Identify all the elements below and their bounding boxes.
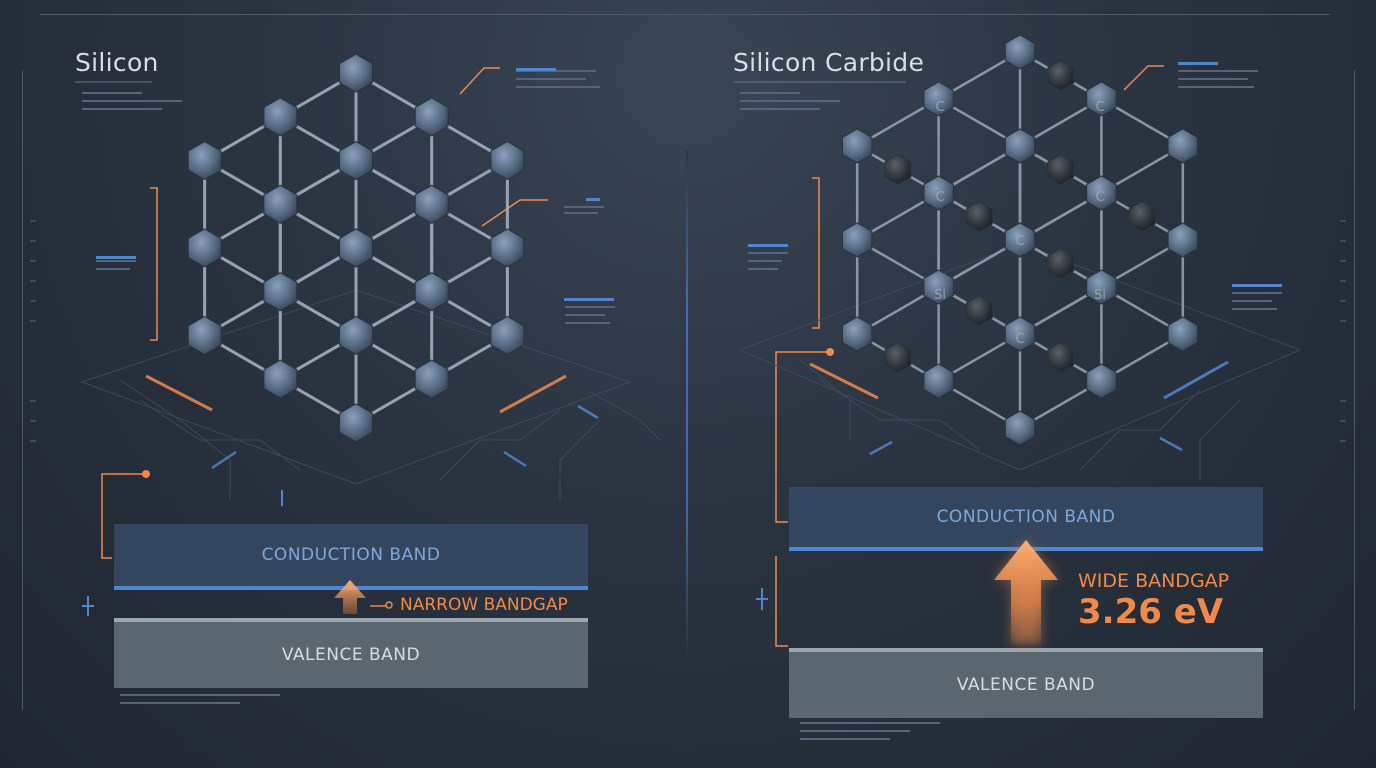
si-atom: [1086, 269, 1117, 305]
si-atom: [414, 359, 449, 399]
si-atom: [1167, 222, 1198, 258]
si-atom: [1004, 316, 1036, 352]
atom-label: C: [1015, 332, 1024, 347]
sic-valence-band: VALENCE BAND: [789, 648, 1263, 718]
sic-gap-value: 3.26 eV: [1078, 592, 1224, 632]
atom-label: C: [935, 190, 944, 205]
c-atom: [965, 200, 993, 233]
frame-top-line: [40, 14, 1330, 15]
si-atom: [339, 403, 373, 443]
c-atom: [1047, 247, 1075, 280]
si-atom: [842, 316, 873, 352]
si-atom: [1086, 81, 1117, 117]
si-atom: [490, 141, 525, 181]
sic-gap-label: WIDE BANDGAP: [1078, 570, 1230, 592]
silicon-title: Silicon: [75, 48, 159, 77]
si-atom: [1004, 128, 1036, 164]
frame-right-line: [1354, 70, 1355, 710]
c-atom: [1128, 200, 1156, 233]
c-atom: [1047, 59, 1075, 92]
atom-label: Si: [1094, 288, 1106, 303]
c-atom: [1047, 341, 1075, 374]
si-atom: [1004, 222, 1036, 258]
silicon-carbide-title: Silicon Carbide: [733, 48, 925, 77]
si-atom: [490, 315, 525, 355]
si-atom: [187, 315, 222, 355]
si-atom: [1004, 410, 1036, 446]
si-atom: [187, 228, 222, 268]
atom-label: C: [935, 100, 944, 115]
si-atom: [923, 81, 954, 117]
si-atom: [263, 184, 298, 224]
c-atom: [884, 341, 912, 374]
frame-left-line: [22, 70, 23, 710]
si-atom: [842, 128, 873, 164]
si-atom: [923, 363, 954, 399]
si-atom: [414, 184, 449, 224]
si-atom: [339, 315, 373, 355]
si-atom: [923, 269, 954, 305]
atom-label: C: [1095, 190, 1104, 205]
si-atom: [490, 228, 525, 268]
si-atom: [1167, 128, 1198, 164]
si-atom: [842, 222, 873, 258]
si-atom: [263, 272, 298, 312]
silicon-gap-label: NARROW BANDGAP: [400, 595, 568, 615]
si-atom: [1004, 34, 1036, 70]
c-atom: [965, 294, 993, 327]
si-atom: [1086, 175, 1117, 211]
c-atom: [884, 153, 912, 186]
si-atom: [263, 97, 298, 137]
silicon-conduction-band: CONDUCTION BAND: [114, 524, 588, 590]
si-atom: [414, 272, 449, 312]
silicon-valence-band: VALENCE BAND: [114, 618, 588, 688]
si-atom: [414, 97, 449, 137]
atom-label: Si: [934, 288, 946, 303]
c-atom: [1047, 153, 1075, 186]
atom-label: C: [1095, 100, 1104, 115]
si-atom: [187, 141, 222, 181]
si-atom: [923, 175, 954, 211]
panel-divider: [686, 150, 688, 660]
si-atom: [339, 141, 373, 181]
si-atom: [1167, 316, 1198, 352]
atom-label: C: [1015, 234, 1024, 249]
si-atom: [339, 53, 373, 93]
si-atom: [263, 359, 298, 399]
si-atom: [1086, 363, 1117, 399]
si-atom: [339, 228, 373, 268]
